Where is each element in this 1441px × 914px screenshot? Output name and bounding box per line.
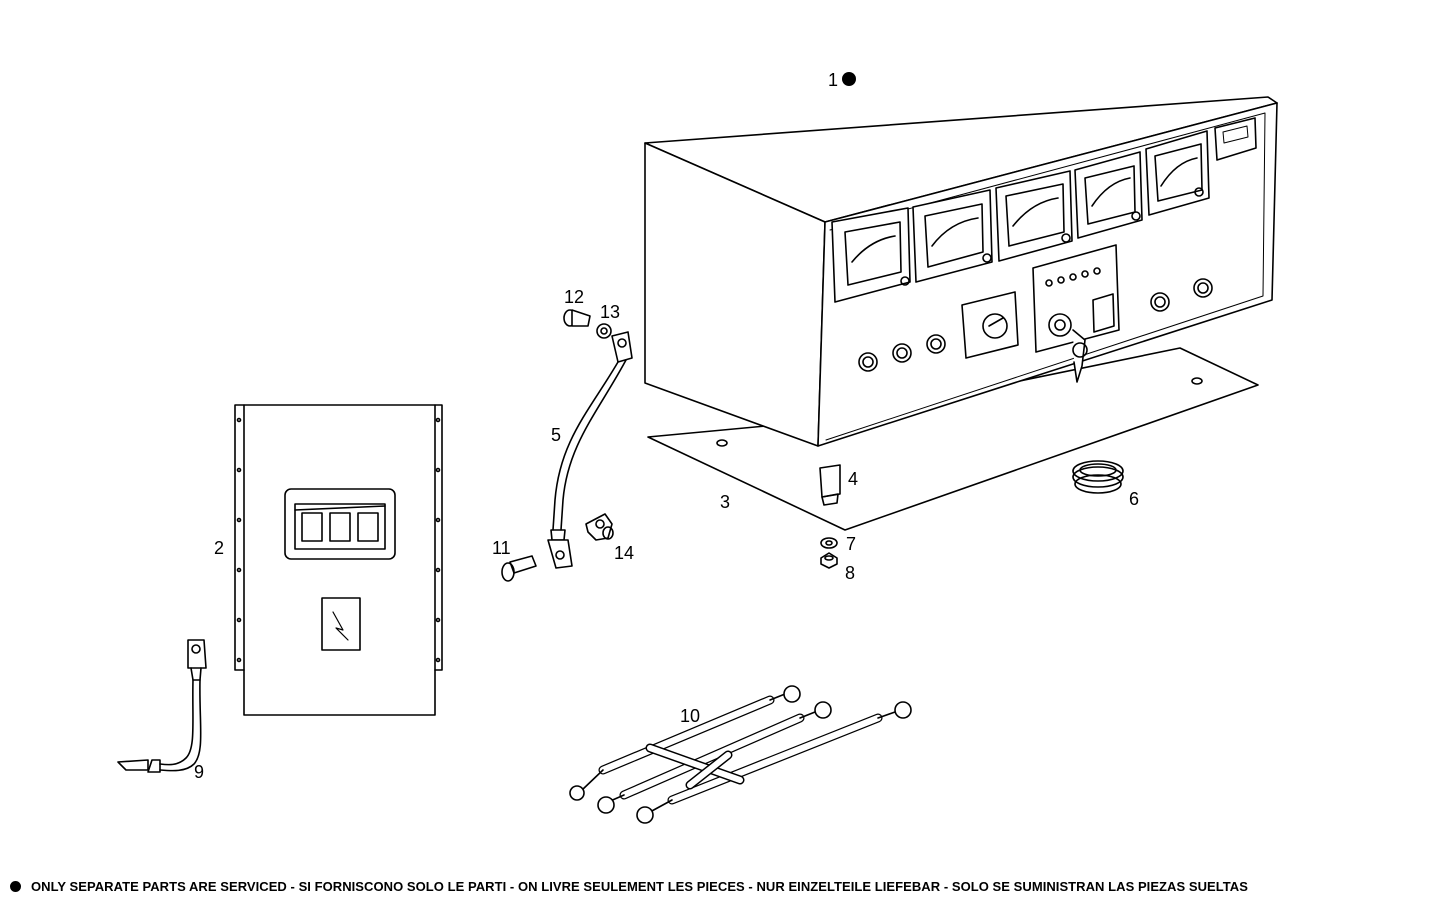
callout-10: 10 bbox=[680, 706, 701, 726]
meter-gauge bbox=[995, 170, 1073, 262]
callout-6: 6 bbox=[1129, 489, 1140, 509]
meter-gauge bbox=[831, 207, 911, 303]
footer-text: ONLY SEPARATE PARTS ARE SERVICED - SI FO… bbox=[31, 879, 1248, 894]
callout-2: 2 bbox=[214, 538, 225, 558]
indicator-lamps bbox=[858, 278, 1213, 372]
callout-1: 1 bbox=[828, 70, 839, 90]
callout-8: 8 bbox=[845, 563, 856, 583]
cover-panel bbox=[234, 404, 443, 716]
callout-9: 9 bbox=[194, 762, 205, 782]
callout-5: 5 bbox=[551, 425, 562, 445]
cable-set bbox=[569, 685, 912, 824]
callout-13: 13 bbox=[600, 302, 621, 322]
battery-cable bbox=[547, 331, 633, 569]
washer-and-nut bbox=[820, 537, 838, 569]
anti-vibration-mount bbox=[819, 464, 841, 506]
control-panel-box bbox=[644, 96, 1278, 506]
key-switch-panel bbox=[1032, 244, 1120, 383]
bolt bbox=[501, 555, 537, 582]
serviced-marker-dot bbox=[842, 72, 856, 86]
callout-7: 7 bbox=[846, 534, 857, 554]
selector-switch bbox=[961, 291, 1019, 359]
meter-gauge bbox=[912, 189, 993, 283]
callout-14: 14 bbox=[614, 543, 635, 563]
screw bbox=[563, 309, 591, 327]
bullet-dot-icon bbox=[10, 881, 21, 892]
hour-counter bbox=[1214, 117, 1257, 161]
footer-note: ONLY SEPARATE PARTS ARE SERVICED - SI FO… bbox=[10, 879, 1435, 894]
callout-4: 4 bbox=[848, 469, 859, 489]
cable-gland bbox=[1072, 460, 1124, 494]
lock-washer bbox=[596, 323, 612, 339]
callout-11: 11 bbox=[492, 538, 511, 558]
ground-cable bbox=[117, 639, 207, 773]
cable-clamp bbox=[585, 513, 614, 541]
meter-gauge bbox=[1074, 151, 1143, 239]
callout-12: 12 bbox=[564, 287, 585, 307]
meter-gauge bbox=[1145, 130, 1210, 216]
callout-3: 3 bbox=[720, 492, 731, 512]
